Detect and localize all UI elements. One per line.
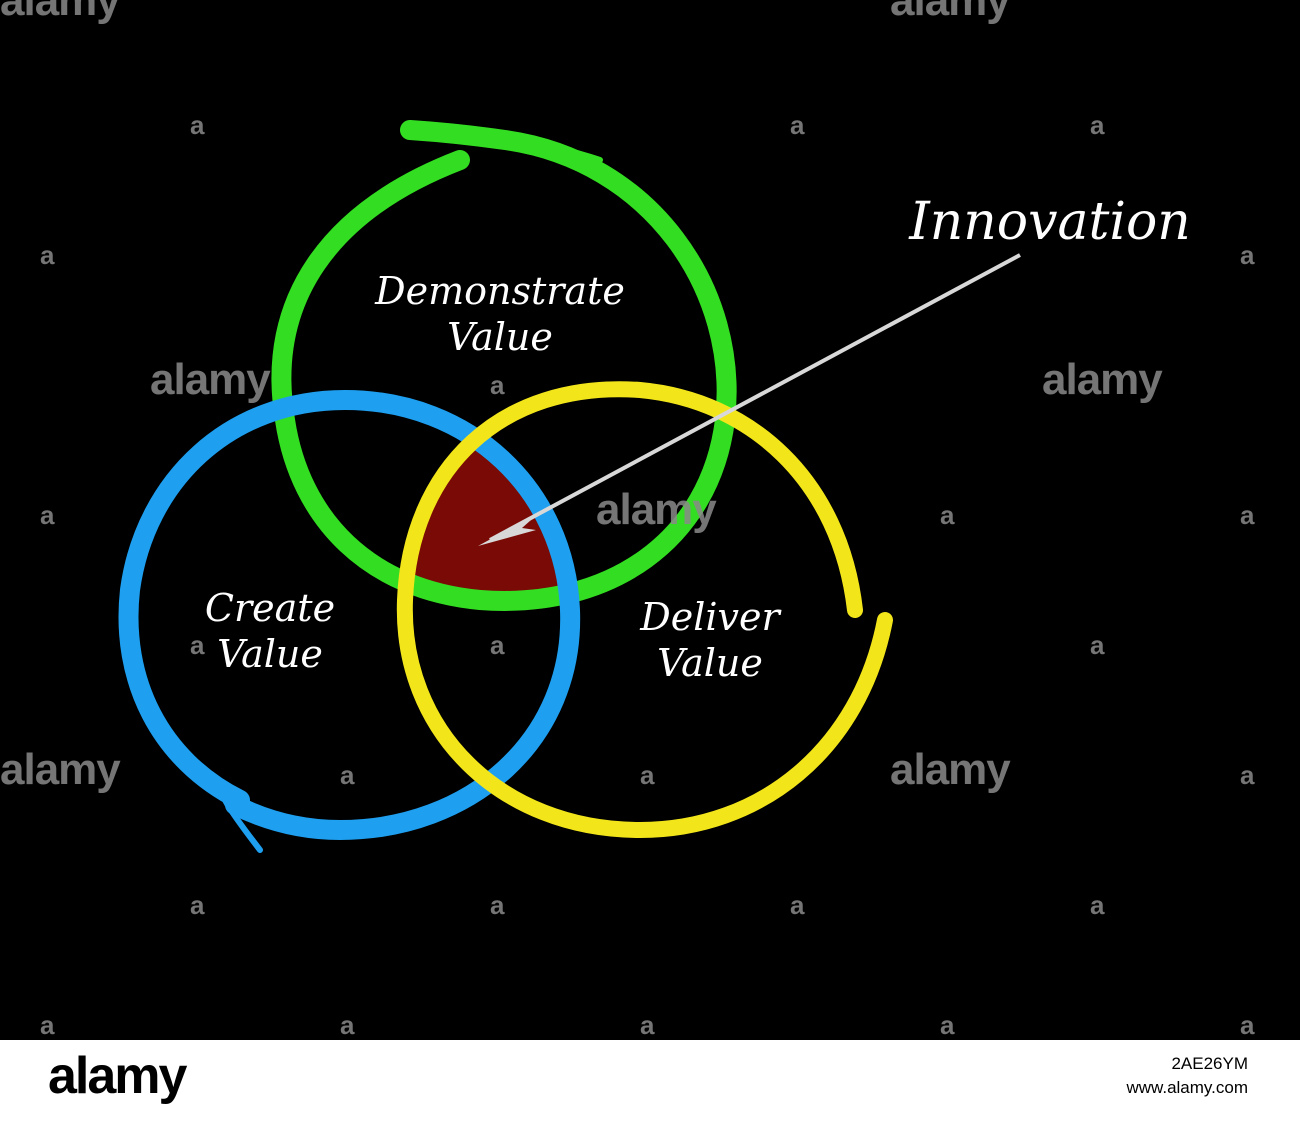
watermark-mark: a — [340, 760, 355, 790]
watermark-logo: alamy — [1042, 355, 1163, 404]
image-id: 2AE26YM — [1171, 1054, 1248, 1073]
watermark-mark: a — [640, 760, 655, 790]
create-value-stroke-tail — [220, 791, 263, 853]
diagram-canvas: Demonstrate Value Create Value Deliver V… — [0, 0, 1300, 1040]
create-value-label: Create Value — [150, 585, 390, 677]
watermark-mark: a — [40, 240, 55, 270]
site-url: www.alamy.com — [1126, 1078, 1248, 1097]
watermark-logo: alamy — [890, 745, 1011, 794]
watermark-logo: alamy — [890, 0, 1011, 25]
watermark-logo: alamy — [596, 485, 717, 534]
deliver-label-line2: Value — [657, 641, 763, 685]
watermark-mark: a — [1240, 500, 1255, 530]
watermark-mark: a — [940, 1010, 955, 1040]
watermark-mark: a — [940, 500, 955, 530]
watermark-mark: a — [190, 110, 205, 140]
demonstrate-label-line2: Value — [447, 315, 553, 359]
watermark-mark: a — [1240, 240, 1255, 270]
alamy-logo: alamy — [48, 1047, 187, 1105]
create-label-line2: Value — [217, 632, 323, 676]
innovation-label: Innovation — [909, 192, 1191, 252]
demonstrate-value-circle — [271, 120, 737, 611]
watermark-mark: a — [640, 1010, 655, 1040]
watermark-mark: a — [40, 500, 55, 530]
venn-diagram — [118, 120, 1021, 853]
watermark-mark: a — [490, 370, 505, 400]
watermark-logo: alamy — [0, 745, 121, 794]
create-label-line1: Create — [204, 586, 336, 630]
watermark-mark: a — [40, 1010, 55, 1040]
watermark-mark: a — [190, 890, 205, 920]
watermark-mark: a — [340, 1010, 355, 1040]
watermark-mark: a — [490, 890, 505, 920]
demonstrate-value-label: Demonstrate Value — [330, 268, 670, 360]
watermark-mark: a — [1090, 890, 1105, 920]
deliver-value-label: Deliver Value — [590, 594, 830, 686]
deliver-label-line1: Deliver — [640, 595, 780, 639]
innovation-arrowhead — [478, 512, 540, 546]
innovation-arrow — [489, 253, 1021, 542]
watermark-mark: a — [1090, 110, 1105, 140]
watermark-mark: a — [1240, 760, 1255, 790]
watermark-mark: a — [1090, 630, 1105, 660]
deliver-value-circle — [396, 381, 893, 839]
watermark-mark: a — [1240, 1010, 1255, 1040]
image-credit: 2AE26YM www.alamy.com — [1126, 1052, 1248, 1100]
watermark-mark: a — [490, 630, 505, 660]
watermark-logo: alamy — [150, 355, 271, 404]
watermark-mark: a — [190, 630, 205, 660]
watermark-mark: a — [790, 110, 805, 140]
demonstrate-value-stroke-tail — [407, 127, 603, 163]
watermark-logo: alamy — [0, 0, 121, 25]
watermark-mark: a — [790, 890, 805, 920]
demonstrate-label-line1: Demonstrate — [375, 269, 625, 313]
